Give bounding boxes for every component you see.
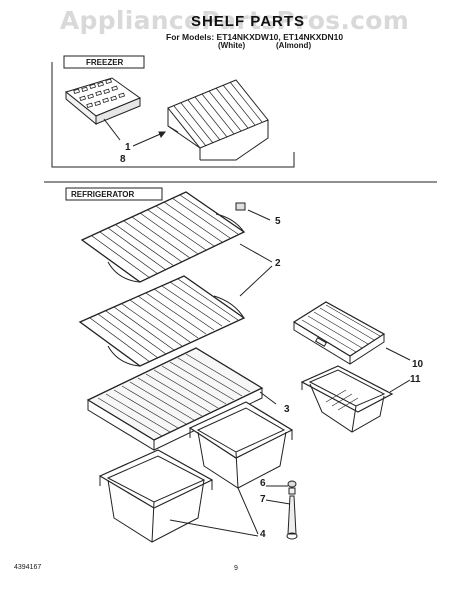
variant-white: (White) <box>218 41 246 50</box>
callout-8: 8 <box>120 154 126 165</box>
refrigerator-label-box <box>65 187 163 201</box>
leader-line-4a <box>169 519 259 537</box>
callout-7: 7 <box>260 494 266 505</box>
leader-line-2a <box>239 243 273 263</box>
callout-10: 10 <box>412 359 424 370</box>
refrigerator-section-label: REFRIGERATOR <box>71 190 135 199</box>
meat-pan-cover <box>292 301 386 365</box>
drawer-roller-assembly <box>286 480 298 540</box>
page-title: SHELF PARTS <box>190 13 306 30</box>
variant-almond: (Almond) <box>276 41 312 50</box>
leader-line-3 <box>259 391 277 405</box>
crisper-cover <box>86 347 264 451</box>
leader-line-10 <box>385 347 411 361</box>
callout-6: 6 <box>260 478 266 489</box>
leader-line-5 <box>247 209 271 221</box>
freezer-label-box <box>63 55 145 69</box>
shelf-clip <box>235 202 246 211</box>
crisper-drawer-left <box>98 449 214 543</box>
model-numbers: For Models: ET14NKXDW10, ET14NKXDN10 <box>166 32 344 42</box>
callout-4: 4 <box>260 529 266 540</box>
callout-5: 5 <box>275 216 281 227</box>
document-number: 4394167 <box>14 564 42 571</box>
callout-1: 1 <box>125 142 131 153</box>
page-number: 9 <box>234 565 238 572</box>
freezer-wire-shelf <box>167 79 269 161</box>
meat-pan <box>300 365 394 433</box>
leader-line-8 <box>103 118 121 141</box>
leader-line-7 <box>265 499 291 505</box>
watermark: AppliancePartsPros.com <box>59 6 410 35</box>
leader-line-2b <box>239 265 273 297</box>
freezer-section-bracket <box>51 62 295 168</box>
ice-cube-tray <box>64 77 142 126</box>
callout-3: 3 <box>284 404 290 415</box>
callout-2: 2 <box>275 258 281 269</box>
wire-shelf-lower <box>78 275 246 367</box>
leader-line-11 <box>389 379 411 393</box>
leader-line-4b <box>237 487 259 535</box>
freezer-section-label: FREEZER <box>86 58 124 67</box>
callout-11: 11 <box>410 374 421 385</box>
model-variants: (White) (Almond) <box>218 41 334 50</box>
leader-arrow-1 <box>158 131 167 138</box>
wire-shelf-upper <box>80 191 246 283</box>
